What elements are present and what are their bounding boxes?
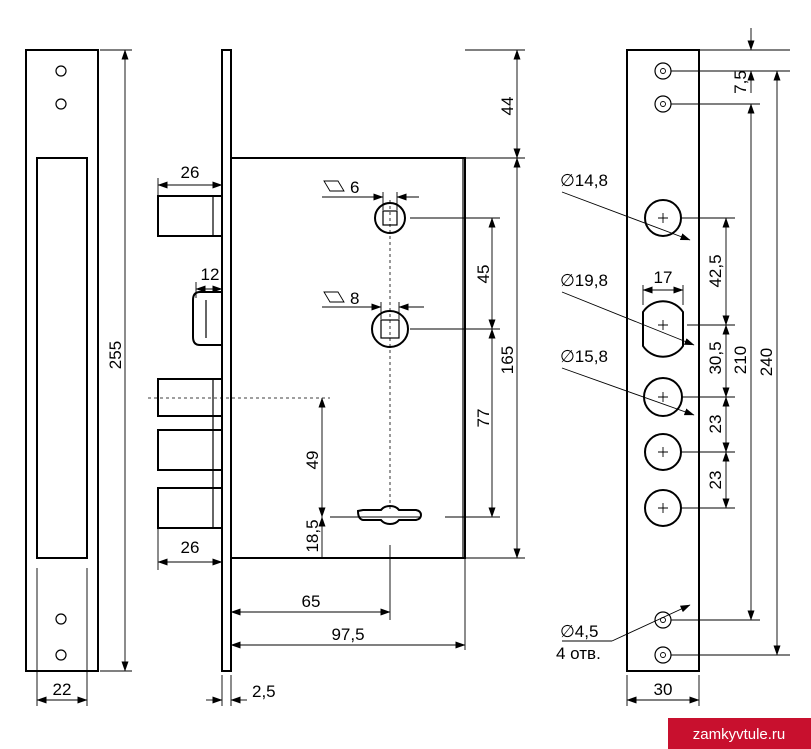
dim-dia-15-8: ∅15,8	[560, 347, 608, 366]
dead-bolt-3	[157, 487, 223, 529]
dim-square-8: 8	[350, 289, 359, 308]
dim-dia-19-8: ∅19,8	[560, 271, 608, 290]
lock-body-view	[148, 49, 525, 706]
center-cross	[658, 447, 668, 457]
top-bolt	[157, 195, 223, 237]
dim-spacing-18-5: 18,5	[303, 519, 322, 552]
center-cross	[658, 213, 668, 223]
center-cross	[658, 503, 668, 513]
front-plate-view	[561, 28, 790, 706]
dim-spacing-45: 45	[474, 265, 493, 284]
dim-spacing-77: 77	[474, 409, 493, 428]
leader-dia-15-8	[561, 367, 695, 416]
center-cross	[658, 392, 668, 402]
mounting-hole-center	[660, 652, 666, 658]
watermark-text: zamkyvtule.ru	[693, 726, 786, 743]
center-cross	[658, 320, 668, 330]
holes-note: 4 отв.	[556, 644, 601, 663]
watermark-badge	[668, 718, 811, 749]
dim-bolt-top-length: 26	[181, 163, 200, 182]
dim-height-165: 165	[498, 346, 517, 374]
faceplate-hole	[55, 613, 67, 625]
mounting-hole-center	[660, 68, 666, 74]
dim-left-height: 255	[106, 341, 125, 369]
dim-square-6: 6	[350, 178, 359, 197]
latch-hole-19-8	[642, 300, 684, 358]
dim-7-5: 7,5	[731, 70, 750, 94]
dim-23-a: 23	[706, 415, 725, 434]
dim-depth-97-5: 97,5	[331, 625, 364, 644]
leader-dia-19-8	[561, 291, 695, 346]
dim-dia-4-5: ∅4,5	[560, 622, 598, 641]
dim-210: 210	[731, 346, 750, 374]
dim-42-5: 42,5	[706, 254, 725, 287]
dim-240: 240	[757, 348, 776, 376]
leader-dia-14-8	[561, 191, 691, 241]
square-symbol-icon	[323, 180, 345, 192]
front-plate-outline	[626, 49, 700, 672]
dim-dia-14-8: ∅14,8	[560, 171, 608, 190]
leader-dia-4-5	[611, 604, 691, 642]
front-plate	[221, 49, 232, 672]
dim-left-width: 22	[53, 680, 72, 699]
dim-top-44: 44	[498, 97, 517, 116]
dead-bolt-2	[157, 429, 223, 471]
dim-23-b: 23	[706, 471, 725, 490]
dead-bolt-1	[157, 378, 223, 417]
dim-width-30: 30	[654, 680, 673, 699]
faceplate-hole	[55, 65, 67, 77]
dim-spacing-49: 49	[303, 451, 322, 470]
dim-width-17: 17	[654, 268, 673, 287]
square-symbol-icon	[323, 291, 345, 303]
faceplate-hole	[55, 98, 67, 110]
dim-bolt-bottom-length: 26	[181, 538, 200, 557]
faceplate-hole	[55, 649, 67, 661]
lock-case	[230, 157, 466, 559]
keyhole	[356, 504, 423, 526]
dim-backset-65: 65	[302, 592, 321, 611]
mounting-hole-center	[660, 101, 666, 107]
dim-latch-width: 12	[201, 265, 220, 284]
faceplate-window	[36, 157, 88, 559]
faceplate-side-view	[25, 49, 132, 706]
dim-plate-2-5: 2,5	[252, 682, 276, 701]
latch	[192, 291, 223, 346]
dim-30-5: 30,5	[706, 341, 725, 374]
